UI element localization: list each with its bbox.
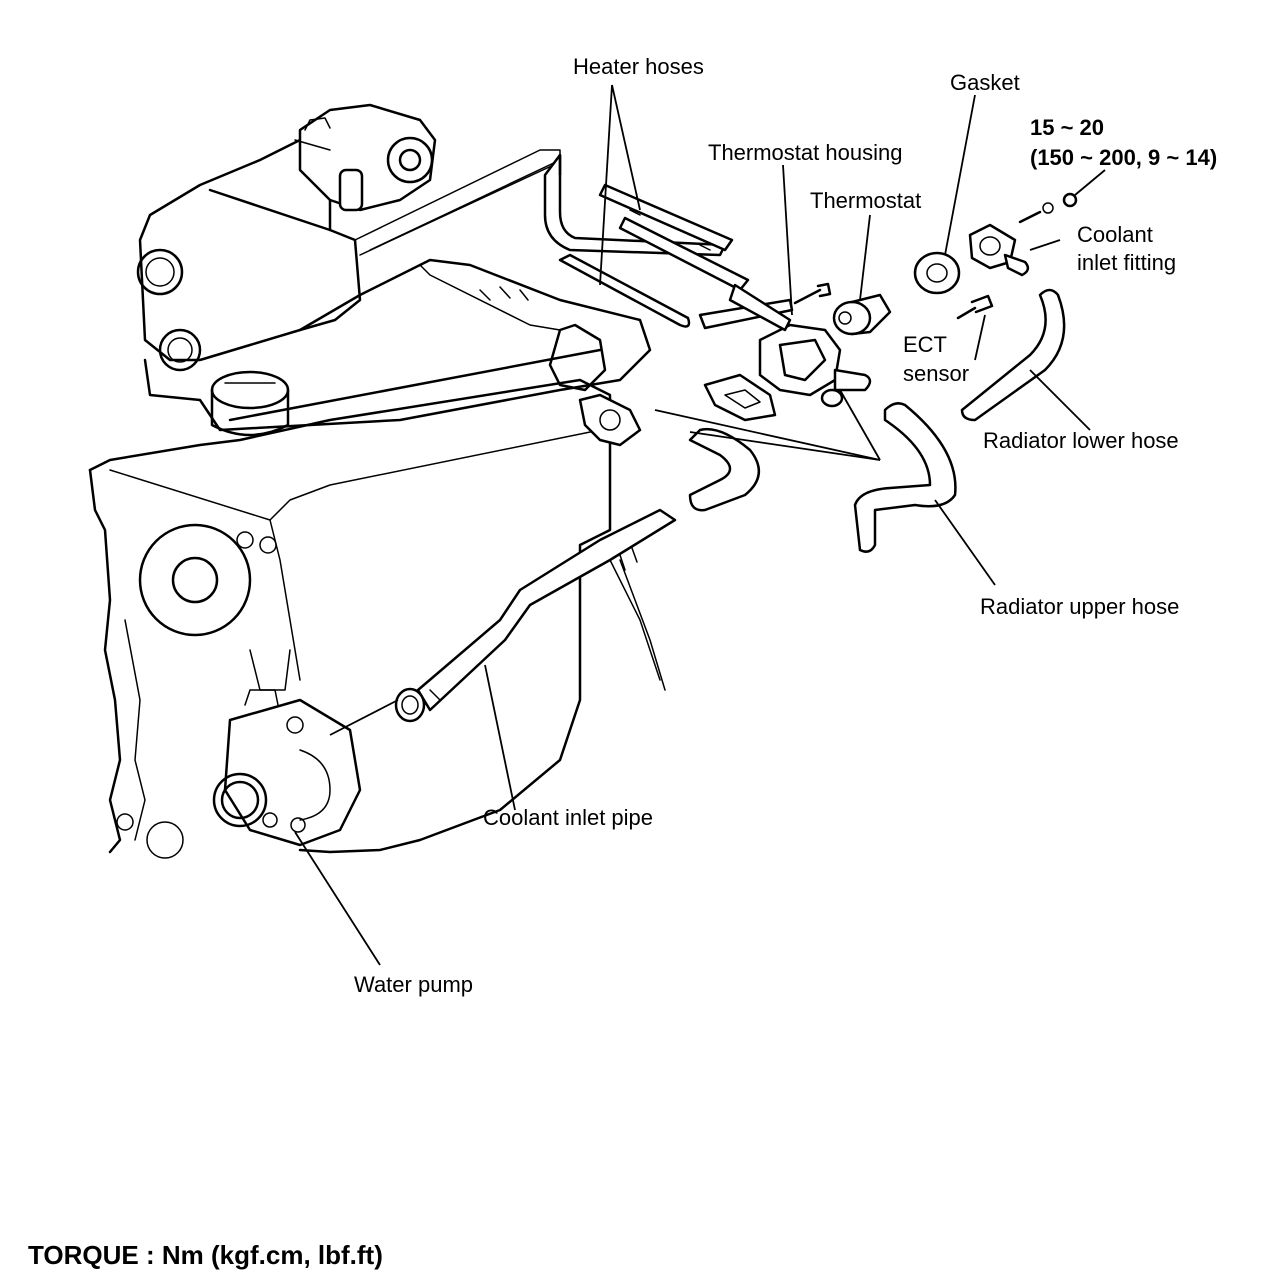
torque-spec-value: 15 ~ 20 — [1030, 115, 1105, 140]
coolant-inlet-fitting-label-2: inlet fitting — [1077, 250, 1177, 275]
torque-spec-range: (150 ~ 200, 9 ~ 14) — [1030, 145, 1218, 170]
coolant-inlet-fitting-part — [968, 223, 1030, 277]
torque-units-note: TORQUE : Nm (kgf.cm, lbf.ft) — [28, 1240, 383, 1270]
ect-sensor-part — [956, 294, 994, 320]
housing-gasket — [703, 373, 777, 422]
throttle-body — [298, 103, 437, 212]
thermostat-part — [832, 293, 892, 336]
radiator-upper-hose-label: Radiator upper hose — [980, 594, 1180, 619]
ect-sensor-label-1: ECT — [903, 332, 947, 357]
radiator-upper-hose — [853, 402, 957, 553]
gasket-part — [913, 251, 961, 295]
radiator-lower-hose-label: Radiator lower hose — [983, 428, 1179, 453]
thermostat-housing — [728, 283, 872, 408]
engine-block — [88, 103, 666, 859]
coolant-inlet-pipe-part — [394, 427, 760, 723]
thermostat-label: Thermostat — [810, 188, 922, 213]
radiator-lower-hose — [960, 288, 1066, 422]
leader-lines — [294, 84, 1106, 966]
heater-hoses-label: Heater hoses — [573, 54, 704, 79]
fitting-bolt — [1018, 210, 1042, 224]
coolant-inlet-pipe-label: Coolant inlet pipe — [483, 805, 654, 830]
water-pump-body — [212, 689, 362, 847]
heater-hoses — [543, 153, 794, 330]
ect-sensor-label-2: sensor — [903, 361, 970, 386]
thermostat-housing-label: Thermostat housing — [708, 140, 903, 165]
oil-filler-cap — [210, 370, 290, 410]
gasket-label: Gasket — [950, 70, 1020, 95]
water-pump-label: Water pump — [354, 972, 474, 997]
housing-bolt — [793, 282, 832, 305]
coolant-inlet-fitting-label-1: Coolant — [1077, 222, 1153, 247]
